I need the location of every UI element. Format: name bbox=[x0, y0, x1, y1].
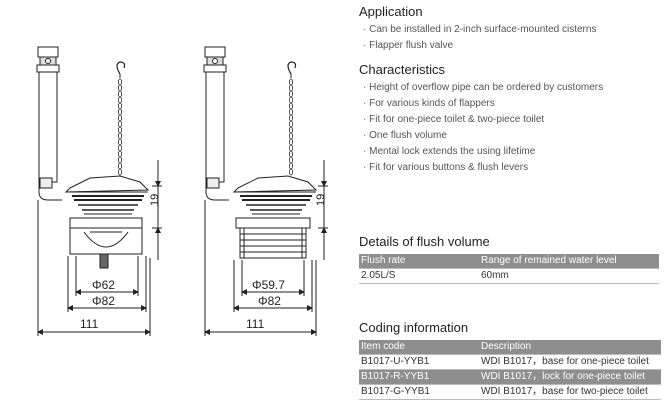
left-valve-view bbox=[36, 46, 162, 336]
table-cell: WDI B1017，base for one-piece toilet bbox=[479, 354, 661, 370]
table-cell: B1017-U-YYB1 bbox=[359, 354, 479, 370]
column-header: Flush rate bbox=[359, 254, 479, 269]
right-width-dim: 111 bbox=[246, 317, 265, 331]
flush-volume-table: Flush rate Range of remained water level… bbox=[359, 254, 659, 284]
application-list: Can be installed in 2-inch surface-mount… bbox=[363, 22, 596, 54]
table-header-row: Flush rate Range of remained water level bbox=[359, 254, 659, 269]
characteristics-list: Height of overflow pipe can be ordered b… bbox=[363, 80, 603, 176]
list-item: Flapper flush valve bbox=[363, 38, 596, 54]
coding-heading: Coding information bbox=[359, 320, 469, 335]
chain bbox=[288, 78, 293, 176]
table-header-row: Item code Description bbox=[359, 340, 661, 355]
table-row: B1017-G-YYB1 WDI B1017，base for two-piec… bbox=[359, 384, 661, 400]
table-cell: B1017-G-YYB1 bbox=[359, 384, 479, 400]
list-item: For various kinds of flappers bbox=[363, 96, 603, 112]
table-cell: WDI B1017，base for two-piece toilet bbox=[479, 384, 661, 400]
column-header: Item code bbox=[359, 340, 479, 355]
right-inner-diameter: Φ59.7 bbox=[252, 278, 285, 292]
left-inner-diameter: Φ62 bbox=[92, 278, 115, 292]
left-height-dim: 19 bbox=[149, 194, 161, 206]
table-cell: 2.05L/S bbox=[359, 268, 479, 284]
application-heading: Application bbox=[359, 4, 423, 19]
flush-volume-heading: Details of flush volume bbox=[359, 234, 490, 249]
table-row: B1017-R-YYB1 WDI B1017，lock for one-piec… bbox=[359, 369, 661, 385]
column-header: Description bbox=[479, 340, 661, 355]
left-outer-diameter: Φ82 bbox=[92, 294, 115, 308]
column-header: Range of remained water level bbox=[479, 254, 659, 269]
chain bbox=[118, 78, 123, 176]
table-row: B1017-U-YYB1 WDI B1017，base for one-piec… bbox=[359, 354, 661, 370]
right-height-dim: 19 bbox=[315, 194, 327, 206]
right-valve-view bbox=[203, 46, 328, 336]
table-row: 2.05L/S 60mm bbox=[359, 268, 659, 284]
list-item: Mental lock extends the using lifetime bbox=[363, 144, 603, 160]
list-item: Fit for one-piece toilet & two-piece toi… bbox=[363, 112, 603, 128]
table-cell: WDI B1017，lock for one-piece toilet bbox=[479, 369, 661, 385]
list-item: Can be installed in 2-inch surface-mount… bbox=[363, 22, 596, 38]
list-item: One flush volume bbox=[363, 128, 603, 144]
characteristics-heading: Characteristics bbox=[359, 62, 445, 77]
right-outer-diameter: Φ82 bbox=[258, 294, 281, 308]
list-item: Fit for various buttons & flush levers bbox=[363, 160, 603, 176]
table-cell: B1017-R-YYB1 bbox=[359, 369, 479, 385]
left-width-dim: 111 bbox=[80, 317, 99, 331]
table-cell: 60mm bbox=[479, 268, 659, 284]
list-item: Height of overflow pipe can be ordered b… bbox=[363, 80, 603, 96]
technical-drawing: 19 Φ62 Φ82 111 bbox=[36, 46, 328, 336]
coding-table: Item code Description B1017-U-YYB1 WDI B… bbox=[359, 340, 661, 400]
